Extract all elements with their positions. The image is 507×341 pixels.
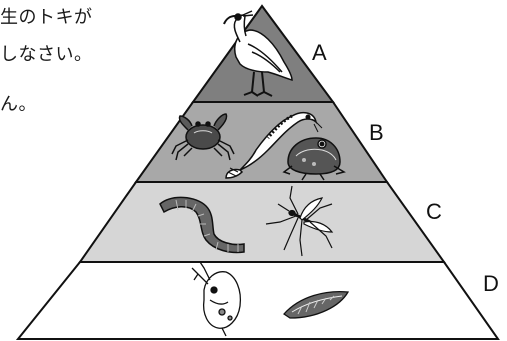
pyramid-level-d [18,262,498,339]
pyramid-level-c [80,182,444,262]
level-label-a: A [312,40,327,66]
level-label-c: C [426,199,442,225]
level-label-b: B [369,120,384,146]
level-label-d: D [483,271,499,297]
